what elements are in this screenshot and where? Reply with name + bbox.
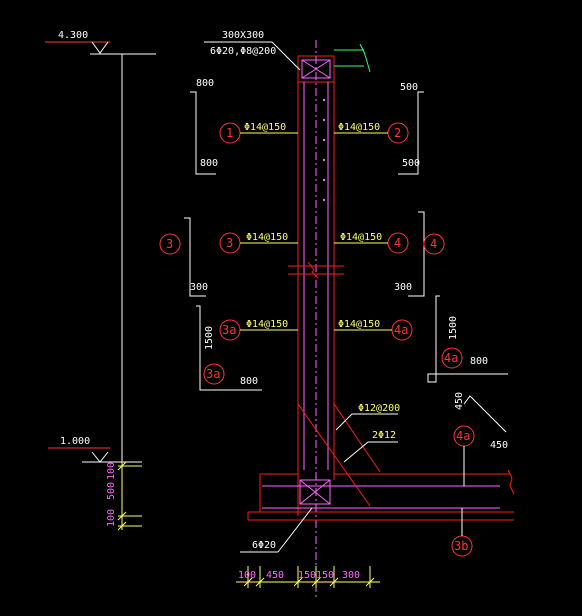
shape-3a-side: 1500 — [204, 326, 215, 350]
shape-3-bot: 300 — [190, 282, 208, 293]
svg-text:6Φ20: 6Φ20 — [252, 540, 276, 551]
callout-2phi12: 2Φ12 — [343, 430, 398, 463]
mark-4a-side: 4a — [441, 347, 463, 369]
bottom-dim-2: 450 — [266, 570, 284, 581]
bottom-dim-5: 300 — [342, 570, 360, 581]
elevation-mid-label: 1.000 — [60, 436, 90, 447]
shape-3 — [184, 217, 206, 297]
bar-3-label: Φ14@150 — [246, 232, 288, 243]
shape-2-bot: 500 — [402, 158, 420, 169]
shape-3a-bot: 800 — [240, 376, 258, 387]
left-dim-1: 100 — [106, 462, 117, 480]
svg-text:2: 2 — [394, 126, 401, 140]
svg-text:3a: 3a — [206, 367, 220, 381]
svg-text:2Φ12: 2Φ12 — [372, 430, 396, 441]
shape-4-bot: 300 — [394, 282, 412, 293]
svg-text:3a: 3a — [222, 323, 236, 337]
column-reinf: 6Φ20,Φ8@200 — [210, 46, 276, 57]
svg-text:Φ12@200: Φ12@200 — [358, 403, 400, 414]
mark-3b: 3b — [451, 508, 473, 557]
elevation-mid: 1.000 — [48, 436, 142, 463]
shape-4a-side: 1500 — [448, 316, 459, 340]
svg-text:4a: 4a — [456, 429, 470, 443]
svg-text:3: 3 — [226, 236, 233, 250]
shape-4 — [408, 211, 425, 297]
hook-dim-a: 450 — [454, 392, 465, 410]
svg-text:4a: 4a — [444, 351, 458, 365]
bottom-dim-3: 150 — [298, 570, 316, 581]
elevation-top: 4.300 — [45, 30, 156, 55]
svg-text:3: 3 — [166, 237, 173, 251]
svg-text:3b: 3b — [454, 539, 468, 553]
shape-2 — [398, 91, 424, 175]
bar-4-label: Φ14@150 — [340, 232, 382, 243]
mark-3a-side: 3a — [203, 363, 225, 385]
svg-text:4: 4 — [430, 237, 437, 251]
elevation-top-label: 4.300 — [58, 30, 88, 41]
bar-2-label: Φ14@150 — [338, 122, 380, 133]
shape-1-top: 800 — [196, 78, 214, 89]
bar-4a-label: Φ14@150 — [338, 319, 380, 330]
column-size: 300X300 — [222, 30, 264, 41]
mark-3: 3 Φ14@150 — [219, 232, 298, 254]
beam-stub — [334, 43, 371, 73]
mark-4: 4 Φ14@150 — [334, 232, 409, 254]
mark-3-side: 3 — [159, 233, 181, 255]
shape-1-bot: 800 — [200, 158, 218, 169]
shape-1 — [190, 91, 216, 175]
left-dim-2: 500 — [106, 482, 117, 500]
shape-2-top: 500 — [400, 82, 418, 93]
hook-shape — [463, 395, 507, 433]
svg-text:1: 1 — [226, 126, 233, 140]
column-dots — [322, 98, 326, 202]
svg-text:4: 4 — [394, 236, 401, 250]
mark-4a: 4a Φ14@150 — [334, 319, 413, 341]
callout-6phi20: 6Φ20 — [240, 507, 313, 553]
left-dim-3: 100 — [106, 509, 117, 527]
bottom-dim-1: 100 — [238, 570, 256, 581]
hook-dim-b: 450 — [490, 440, 508, 451]
slab — [247, 403, 515, 521]
mark-4-side: 4 — [423, 233, 445, 255]
mark-1: 1 Φ14@150 — [219, 122, 298, 144]
column-label: 300X300 6Φ20,Φ8@200 — [204, 30, 301, 71]
callout-phi12: Φ12@200 — [335, 403, 400, 431]
bar-3a-label: Φ14@150 — [246, 319, 288, 330]
bottom-dimension-chain — [236, 566, 380, 588]
mark-2: 2 Φ14@150 — [334, 122, 409, 144]
column — [297, 40, 335, 600]
svg-text:4a: 4a — [394, 323, 408, 337]
column-break — [288, 261, 344, 279]
bar-1-label: Φ14@150 — [244, 122, 286, 133]
shape-4a-bot: 800 — [470, 356, 488, 367]
shape-4a — [427, 295, 508, 383]
mark-3a: 3a Φ14@150 — [219, 319, 298, 341]
shape-3a — [196, 305, 262, 391]
mark-4a-2: 4a — [453, 425, 475, 486]
left-dimension-chain — [117, 460, 142, 531]
bottom-dim-4: 150 — [316, 570, 334, 581]
